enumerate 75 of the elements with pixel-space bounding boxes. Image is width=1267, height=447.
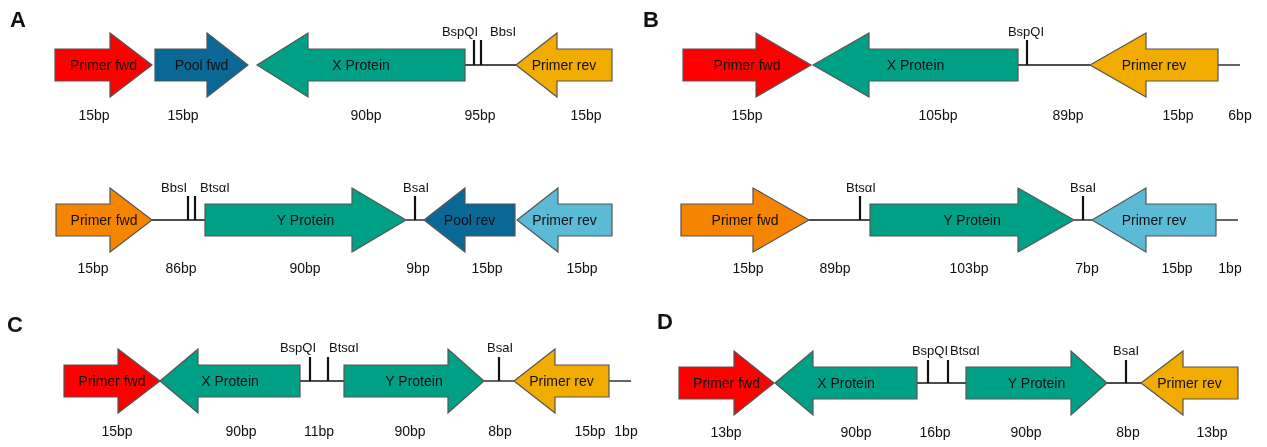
length-label: 86bp	[165, 260, 197, 276]
restriction-site-label: BbsI	[161, 179, 187, 195]
gene-block	[64, 349, 160, 413]
arrow-label: Y Protein	[384, 373, 444, 389]
arrow-label: Y Protein	[275, 212, 336, 228]
restriction-site-label: BtsαI	[846, 179, 876, 195]
restriction-site-label: BbsI	[490, 23, 516, 39]
arrow-label: Primer fwd	[77, 373, 147, 389]
length-label: 15bp	[167, 107, 199, 123]
arrow-label: Primer fwd	[710, 212, 780, 228]
dna-backbone-line	[405, 219, 425, 221]
arrow-label: Primer rev	[530, 57, 598, 73]
gene-block	[514, 349, 609, 413]
restriction-site-label: BtsαI	[329, 339, 359, 355]
restriction-site-label: BspQI	[911, 342, 949, 358]
arrow-label: X Protein	[885, 57, 946, 73]
gene-block	[681, 188, 809, 252]
dna-backbone-line	[151, 219, 206, 221]
length-label: 95bp	[464, 107, 496, 123]
panel-letter: A	[10, 7, 26, 33]
restriction-site-label: BspQI	[1007, 23, 1045, 39]
arrow-label: Primer rev	[531, 212, 598, 228]
arrow-label: Primer fwd	[69, 57, 138, 73]
length-label: 15bp	[471, 260, 503, 276]
gene-block	[679, 351, 774, 415]
dna-backbone-line	[1106, 382, 1142, 384]
restriction-site-label: BspQI	[279, 339, 317, 355]
gene-block	[516, 33, 612, 97]
arrow-label: Primer rev	[528, 373, 595, 389]
length-label: 11bp	[303, 423, 335, 439]
dna-backbone-line	[483, 380, 515, 382]
gene-block	[517, 188, 612, 252]
arrow-label: Primer rev	[1120, 57, 1188, 73]
panel-letter: D	[657, 309, 673, 335]
length-label: 89bp	[819, 260, 851, 276]
arrow-label: Pool fwd	[173, 57, 230, 73]
arrow-label: Y Protein	[1006, 375, 1067, 391]
length-label: 9bp	[406, 260, 430, 276]
restriction-site-label: BsaI	[403, 179, 429, 195]
dna-backbone-line	[1073, 219, 1093, 221]
length-label: 7bp	[1075, 260, 1099, 276]
arrow-label: X Protein	[200, 373, 260, 389]
length-label: 1bp	[1218, 260, 1242, 276]
restriction-site-label: BsaI	[487, 339, 513, 355]
restriction-site-label: BspQI	[441, 23, 479, 39]
length-label: 1bp	[614, 423, 638, 439]
length-label: 16bp	[919, 424, 951, 440]
arrow-label: Primer rev	[1120, 212, 1188, 228]
panel-letter: B	[643, 7, 659, 33]
arrow-label: Primer fwd	[712, 57, 782, 73]
gene-block	[155, 33, 248, 97]
arrow-label: Pool rev	[442, 212, 497, 228]
arrow-label: X Protein	[331, 57, 391, 73]
length-label: 6bp	[1228, 107, 1252, 123]
arrow-label: X Protein	[816, 375, 876, 391]
length-label: 15bp	[101, 423, 133, 439]
length-label: 89bp	[1052, 107, 1084, 123]
restriction-site-label: BtsαI	[200, 179, 230, 195]
restriction-site-label: BtsαI	[950, 342, 980, 358]
arrow-label: Y Protein	[942, 212, 1002, 228]
length-label: 8bp	[488, 423, 512, 439]
restriction-site-label: BsaI	[1070, 179, 1096, 195]
gene-block	[55, 33, 152, 97]
gene-block	[683, 33, 811, 97]
restriction-site-label: BsaI	[1113, 342, 1139, 358]
gene-block	[56, 188, 152, 252]
arrow-label: Primer rev	[1156, 375, 1223, 391]
panel-letter: C	[7, 312, 23, 338]
gene-block	[1090, 33, 1218, 97]
length-label: 8bp	[1116, 424, 1140, 440]
length-label: 13bp	[710, 424, 742, 440]
gene-block	[1141, 351, 1238, 415]
dna-backbone-line	[808, 219, 871, 221]
arrow-label: Primer fwd	[69, 212, 139, 228]
arrow-label: Primer fwd	[692, 375, 761, 391]
